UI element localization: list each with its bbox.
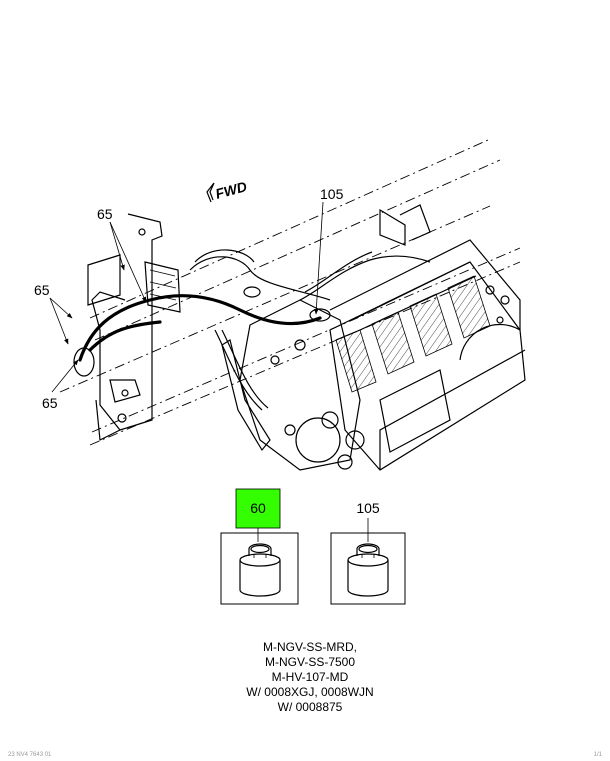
note-line: M-HV-107-MD <box>271 670 349 684</box>
note-line: M-NGV-SS-MRD, <box>263 640 357 654</box>
part-105-box <box>330 532 406 605</box>
callout-65-top: 65 <box>97 206 113 222</box>
part-60-box <box>220 532 299 605</box>
callout-105: 105 <box>320 186 344 202</box>
part-60-highlight[interactable] <box>235 488 281 529</box>
fwd-label: FWD <box>214 178 249 202</box>
part-105-number: 105 <box>356 500 380 516</box>
transmission-housing <box>221 299 365 471</box>
part-105[interactable]: 105 <box>330 500 406 605</box>
fwd-arrow-icon: FWD <box>206 178 249 203</box>
callout-65-bottom: 65 <box>42 395 58 411</box>
page-footer: 23 NV4 7643 01 1/1 <box>0 752 610 761</box>
battery-box <box>329 204 526 471</box>
applicability-notes: M-NGV-SS-MRD, M-NGV-SS-7500 M-HV-107-MD … <box>200 640 420 715</box>
callout-leaders <box>49 201 324 393</box>
left-bracket-assembly <box>87 213 181 441</box>
callout-65-left: 65 <box>34 282 50 298</box>
part-60[interactable]: 60 <box>220 488 299 605</box>
part-105-canister-icon <box>347 543 389 597</box>
footer-left: 23 NV4 7643 01 <box>8 752 52 758</box>
frame-rails <box>59 139 521 446</box>
wiring-harness <box>73 249 431 411</box>
note-line: W/ 0008875 <box>277 700 343 714</box>
note-line: W/ 0008XGJ, 0008WJN <box>246 685 374 699</box>
note-line: M-NGV-SS-7500 <box>264 655 356 669</box>
footer-right: 1/1 <box>593 752 602 758</box>
part-60-number: 60 <box>250 500 266 516</box>
part-60-canister-icon <box>239 543 281 597</box>
